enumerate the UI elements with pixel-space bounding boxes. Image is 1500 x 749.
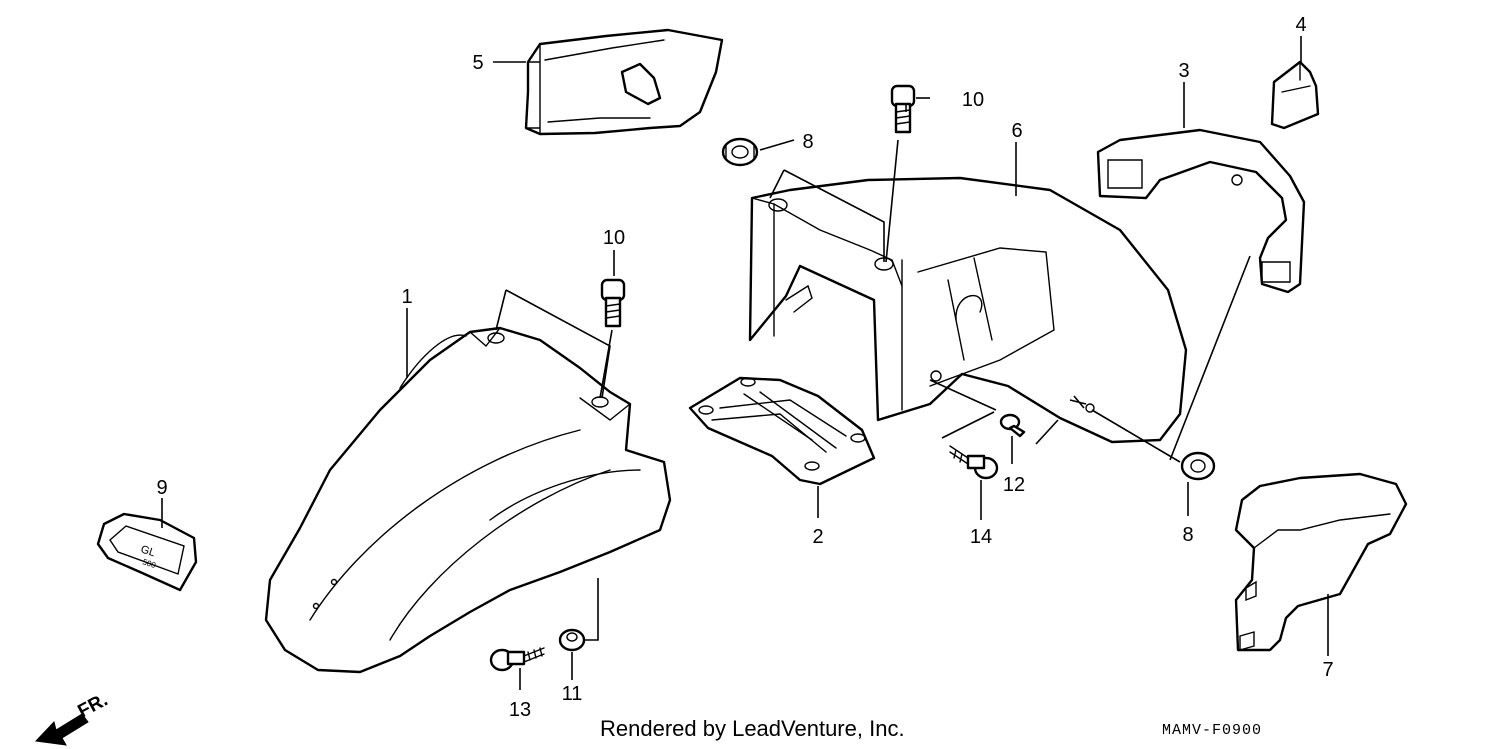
callout-labels: 5 4 3 10 8 6 10 1 9 12 2 14 8 7 11 13 [156,14,1333,721]
part-10-bolt-upper[interactable] [890,84,916,134]
callout-9: 9 [156,477,167,499]
part-1-front-fender[interactable] [264,326,672,674]
part-5-bracket-cover[interactable] [524,28,724,136]
callout-8-lower: 8 [1182,524,1193,546]
callout-8-upper: 8 [802,131,813,153]
leader-lines [161,36,1329,690]
callout-4: 4 [1295,14,1306,36]
part-8-grommet-lower[interactable] [1180,451,1216,481]
diagram-code: MAMV-F0900 [1162,722,1263,739]
part-11-collar[interactable] [558,628,586,652]
callout-14: 14 [970,526,992,548]
callout-13: 13 [509,699,531,721]
part-8-grommet-upper[interactable] [721,137,759,167]
callout-3: 3 [1178,60,1189,82]
part-14-flange-bolt[interactable] [949,445,999,480]
front-arrow-icon [34,713,89,746]
part-9-emblem[interactable]: GL 500 [96,512,198,592]
front-direction-indicator: FR. [34,690,111,746]
callout-11: 11 [562,683,583,705]
part-2-center-bracket[interactable] [688,376,876,486]
callout-10-lower: 10 [603,227,625,249]
callout-2: 2 [812,526,823,548]
emblem-text-gl: GL [139,543,157,559]
part-6-rear-fender[interactable] [748,176,1188,444]
emblem-text-500: 500 [141,557,157,570]
callout-6: 6 [1011,120,1022,142]
part-12-screw[interactable] [999,413,1026,438]
part-3-fender-stay[interactable] [1096,128,1306,294]
callout-12: 12 [1003,474,1025,496]
part-4-clip[interactable] [1270,60,1320,130]
part-10-bolt-lower[interactable] [600,278,626,328]
part-13-flange-bolt[interactable] [489,647,545,672]
callout-5: 5 [472,52,483,74]
callout-1: 1 [401,286,412,308]
render-credit: Rendered by LeadVenture, Inc. [600,716,905,741]
callout-10-upper: 10 [962,89,984,111]
callout-7: 7 [1322,659,1333,681]
part-7-side-cover[interactable] [1234,472,1408,652]
